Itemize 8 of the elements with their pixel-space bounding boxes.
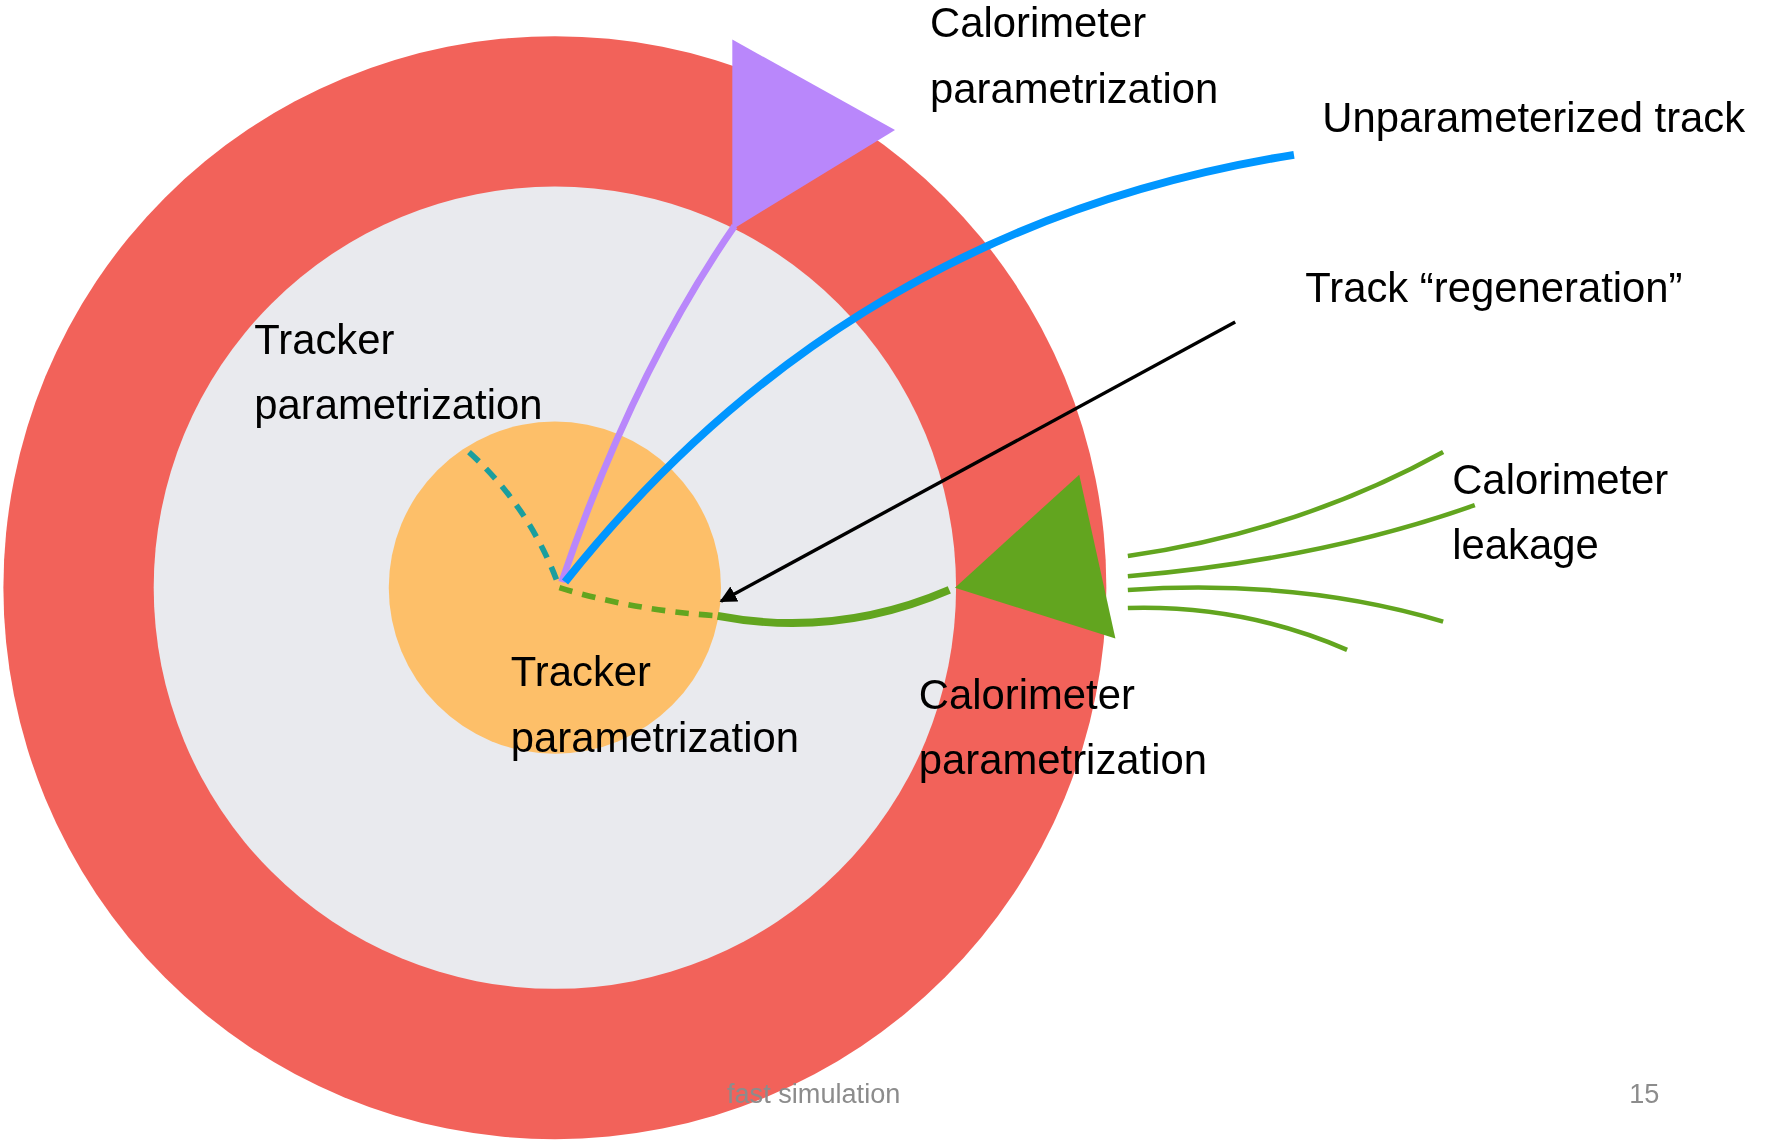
arrow xyxy=(719,320,1236,603)
annotation-text: Track “regeneration” xyxy=(1305,255,1772,321)
page-number: 15 xyxy=(1628,1077,1661,1111)
region-label: Unparameterized track xyxy=(1322,93,1746,144)
footer-text: fast simulation xyxy=(726,1077,902,1111)
region-label: Tracker parametrization xyxy=(254,315,544,431)
region-label: Calorimeter leakage xyxy=(1452,455,1670,571)
region-label: Calorimeter parametrization xyxy=(930,0,1220,114)
